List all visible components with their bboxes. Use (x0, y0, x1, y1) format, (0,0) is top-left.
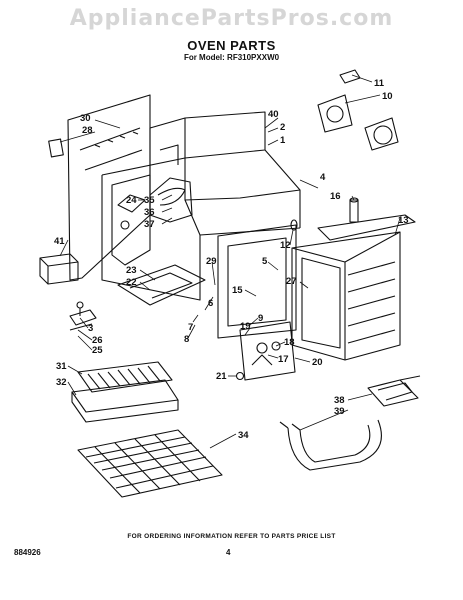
callout-3: 3 (88, 323, 93, 334)
callout-13: 13 (398, 215, 409, 226)
callout-28: 28 (82, 125, 93, 136)
callout-15: 15 (232, 285, 243, 296)
callout-22: 22 (126, 277, 137, 288)
callout-24: 24 (126, 195, 137, 206)
document-number: 884926 (14, 548, 41, 557)
bottom-element (117, 264, 206, 306)
terminal-block (39, 253, 79, 285)
screw (235, 371, 245, 381)
callout-20: 20 (312, 357, 323, 368)
callout-19: 19 (240, 321, 251, 332)
broil-element-bracket (149, 177, 193, 223)
model-line: For Model: RF310PXXW0 (183, 53, 280, 62)
switch-bracket (239, 321, 296, 381)
callout-23: 23 (126, 265, 137, 276)
callout-32: 32 (56, 377, 67, 388)
oven-rack (77, 429, 223, 498)
callout-25: 25 (92, 345, 103, 356)
callout-12: 12 (280, 240, 291, 251)
callout-16: 16 (330, 191, 341, 202)
bake-element (367, 375, 421, 407)
callout-35: 35 (144, 195, 155, 206)
callout-36: 36 (144, 207, 155, 218)
callout-39: 39 (334, 406, 345, 417)
callout-27: 27 (286, 276, 297, 287)
callout-labels: 11 10 40 2 1 30 28 4 16 13 24 35 36 37 4… (54, 78, 409, 441)
diagram-title: OVEN PARTS (187, 38, 276, 53)
callout-10: 10 (382, 91, 393, 102)
callout-40: 40 (268, 109, 279, 120)
callout-4: 4 (320, 172, 326, 183)
hinge-bracket-parts (69, 301, 97, 331)
callout-41: 41 (54, 236, 65, 247)
callout-31: 31 (56, 361, 67, 372)
callout-30: 30 (80, 113, 91, 124)
callout-1: 1 (280, 135, 286, 146)
callout-17: 17 (278, 354, 289, 365)
callout-29: 29 (206, 256, 217, 267)
rear-panel (67, 94, 151, 281)
callout-38: 38 (334, 395, 345, 406)
page-number: 4 (226, 548, 231, 557)
oven-cavity-frame (101, 111, 301, 301)
callout-5: 5 (262, 256, 268, 267)
broiler-pan (71, 361, 179, 423)
callout-34: 34 (238, 430, 249, 441)
callout-7: 7 (188, 322, 193, 333)
ordering-footer: FOR ORDERING INFORMATION REFER TO PARTS … (127, 533, 336, 540)
oven-liner (291, 214, 416, 361)
callout-9: 9 (258, 313, 263, 324)
broil-element (279, 419, 382, 471)
callout-6: 6 (208, 298, 213, 309)
thermostat-knob-assembly (317, 69, 399, 151)
site-watermark: AppliancePartsPros.com (69, 6, 394, 31)
door-frame (217, 219, 298, 339)
callout-8: 8 (184, 334, 189, 345)
oven-light-socket (349, 197, 359, 223)
callout-18: 18 (284, 337, 295, 348)
callout-2: 2 (280, 122, 285, 133)
callout-37: 37 (144, 219, 155, 230)
callout-21: 21 (216, 371, 227, 382)
cover-plate (48, 138, 64, 158)
callout-26: 26 (92, 335, 103, 346)
callout-11: 11 (374, 78, 385, 89)
